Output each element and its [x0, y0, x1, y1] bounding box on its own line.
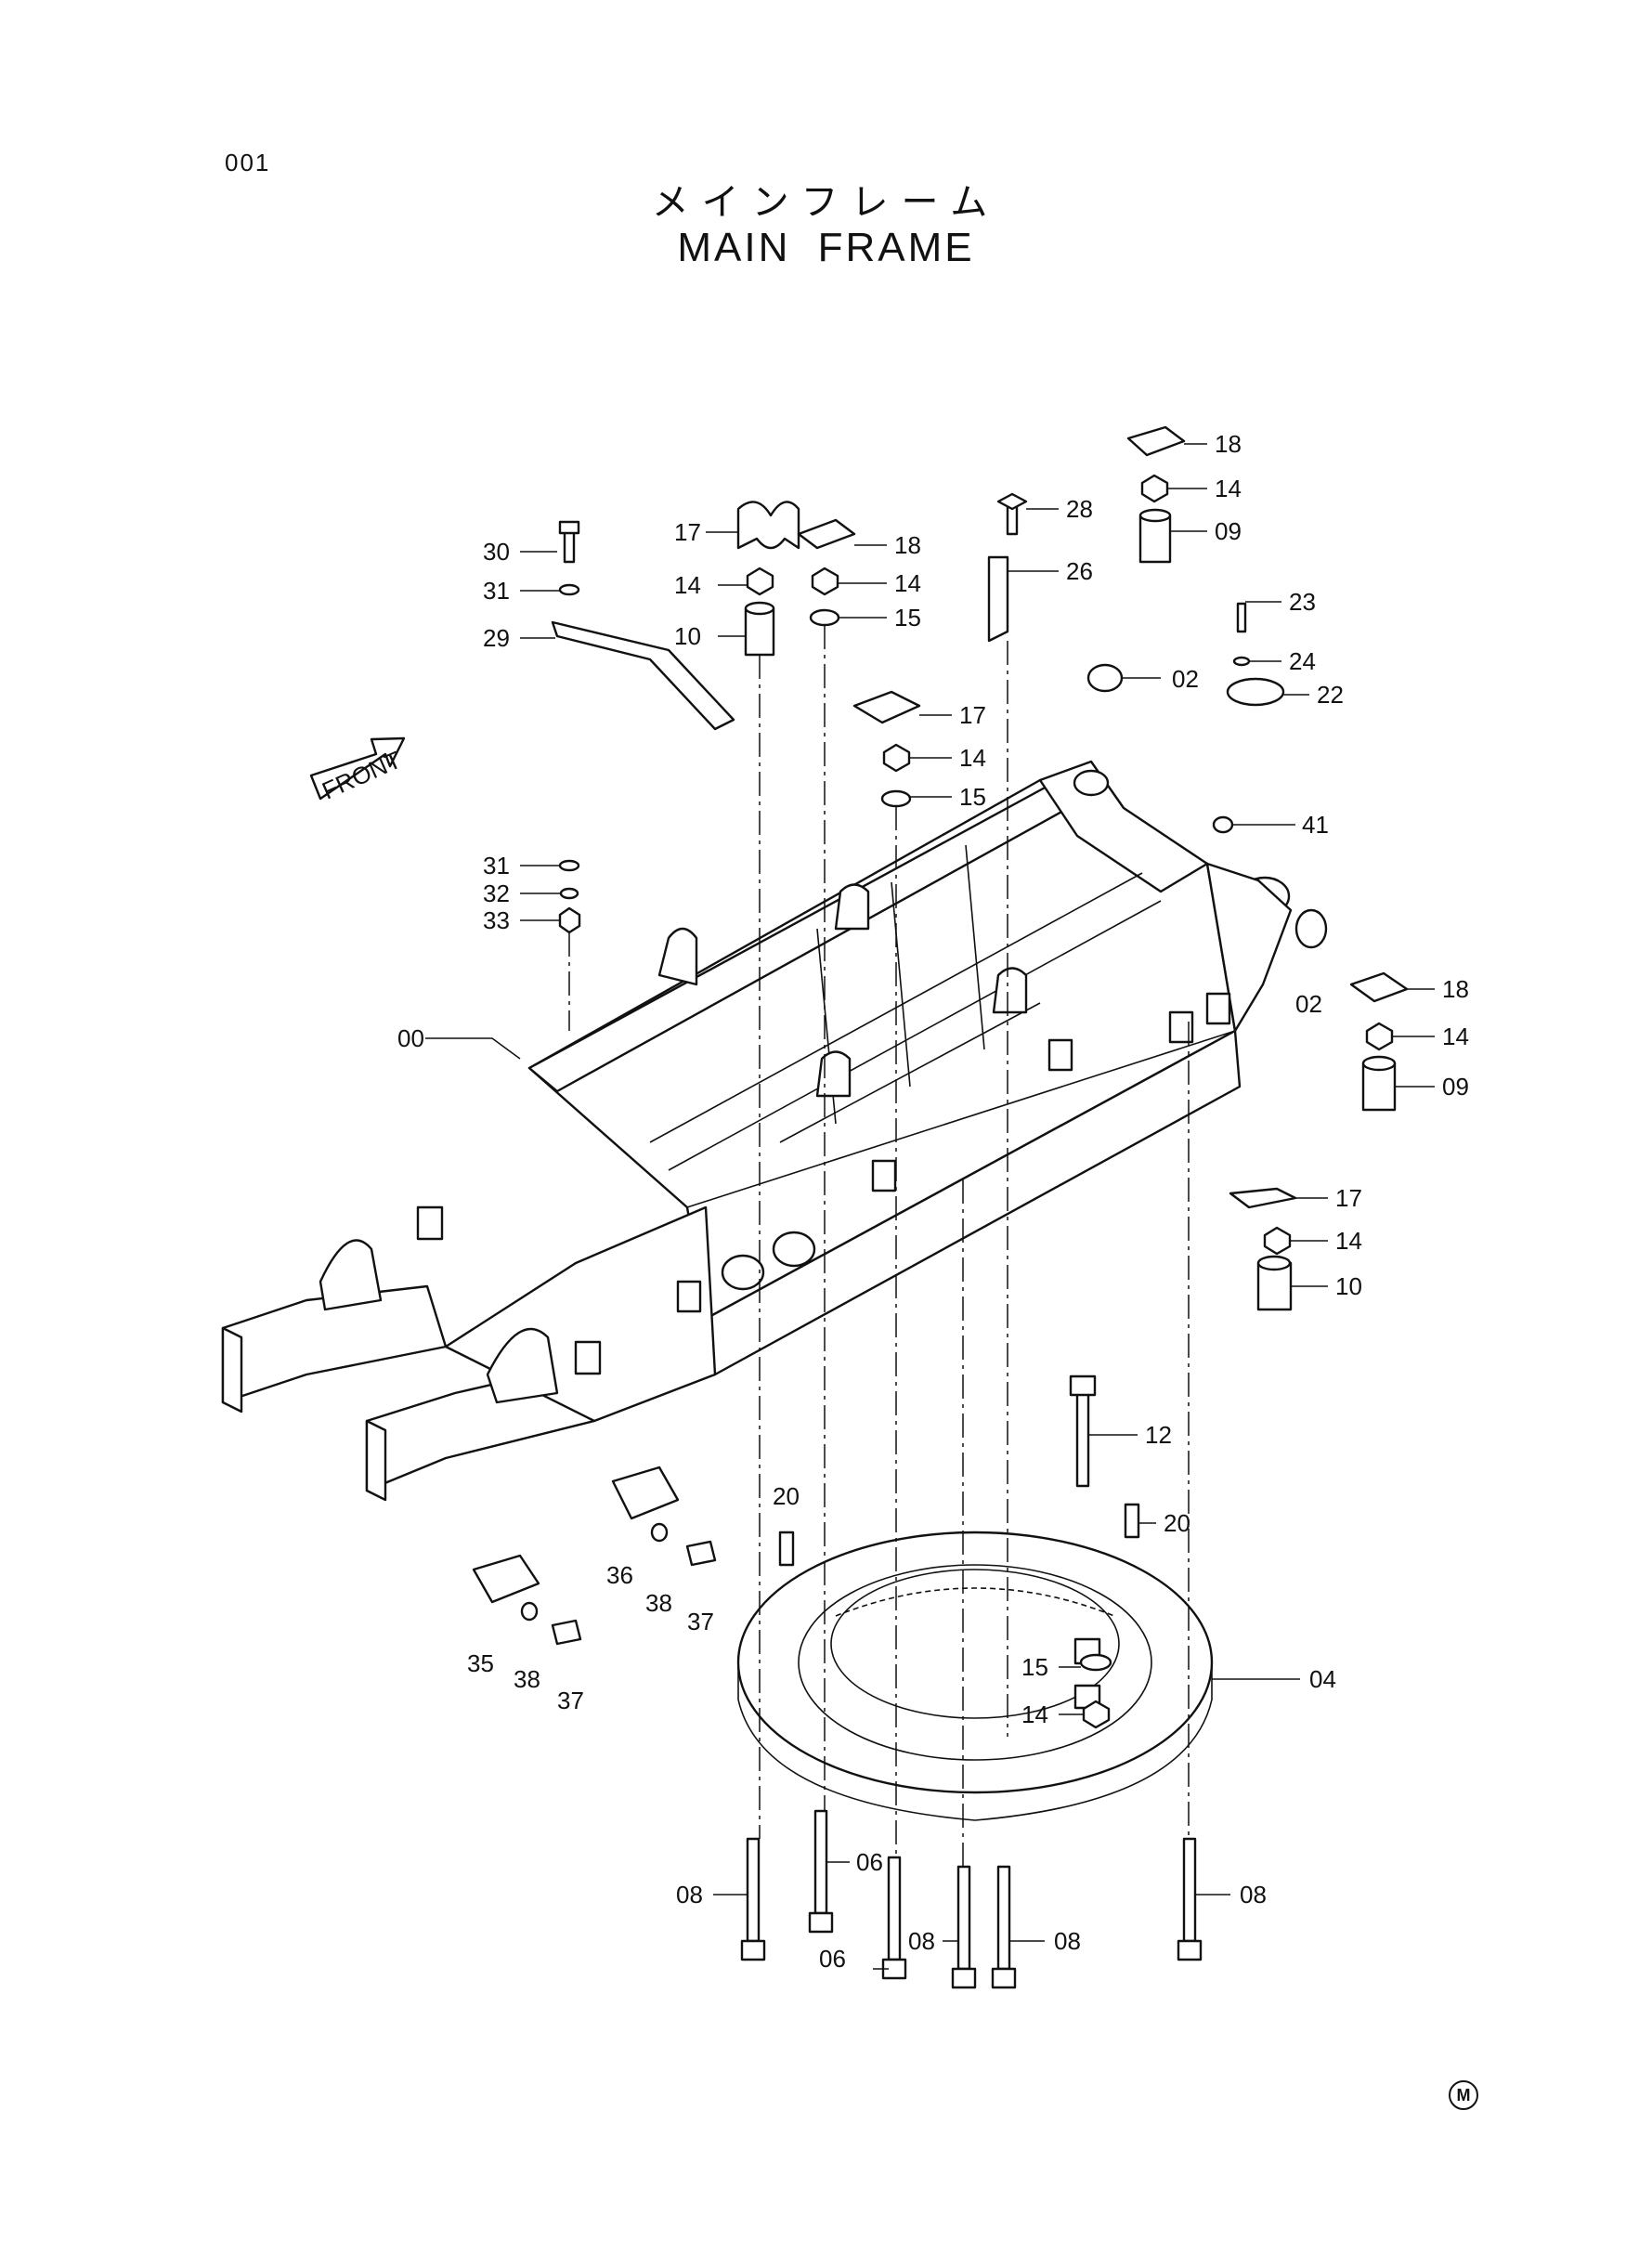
callout-14-f: 14	[1335, 1227, 1362, 1255]
leader-lines	[425, 443, 1435, 1970]
callout-33: 33	[483, 906, 510, 934]
callout-14-a: 14	[674, 571, 701, 599]
callout-numbers: 00 02 02 04 06 06 08 08 08 08 09 09 10 1…	[397, 430, 1469, 1973]
callout-24: 24	[1289, 647, 1316, 675]
callout-08-c: 08	[1054, 1927, 1081, 1955]
callout-09-a: 09	[1215, 517, 1242, 545]
callout-28: 28	[1066, 495, 1093, 523]
callout-41: 41	[1302, 811, 1329, 839]
callout-32: 32	[483, 879, 510, 907]
swing-bearing-drawing	[736, 1531, 1214, 1821]
callout-12: 12	[1145, 1421, 1172, 1449]
callout-09-b: 09	[1442, 1073, 1469, 1101]
callout-14-d: 14	[959, 744, 986, 772]
main-frame-drawing	[221, 760, 1293, 1502]
callout-08-a: 08	[676, 1881, 703, 1909]
bolt-group	[740, 1375, 1203, 1989]
callout-02-a: 02	[1172, 665, 1199, 693]
callout-22: 22	[1317, 681, 1344, 709]
callout-17-c: 17	[1335, 1184, 1362, 1212]
callout-10-a: 10	[674, 622, 701, 650]
callout-04: 04	[1309, 1665, 1336, 1693]
callout-20-b: 20	[1164, 1509, 1190, 1537]
callout-15-c: 15	[1021, 1653, 1048, 1681]
callout-37-b: 37	[557, 1687, 584, 1714]
callout-14-e: 14	[1442, 1023, 1469, 1050]
callout-35: 35	[467, 1649, 494, 1677]
callout-36: 36	[606, 1561, 633, 1589]
callout-14-g: 14	[1021, 1700, 1048, 1728]
callout-23: 23	[1289, 588, 1316, 616]
callout-02-b: 02	[1295, 990, 1322, 1018]
callout-06-b: 06	[819, 1945, 846, 1973]
page-number: 001	[225, 149, 271, 176]
callout-38-b: 38	[514, 1665, 540, 1693]
callout-29: 29	[483, 624, 510, 652]
callout-08-b: 08	[908, 1927, 935, 1955]
callout-20-a: 20	[773, 1482, 800, 1510]
callout-18-b: 18	[1215, 430, 1242, 458]
callout-18-a: 18	[894, 531, 921, 559]
callout-00: 00	[397, 1024, 424, 1052]
callout-14-c: 14	[1215, 475, 1242, 502]
title-japanese: メインフレーム	[651, 181, 1001, 224]
centre-lines	[568, 625, 1190, 1867]
callout-15-b: 15	[959, 783, 986, 811]
callout-10-b: 10	[1335, 1272, 1362, 1300]
callout-17-b: 17	[959, 701, 986, 729]
front-arrow: FRONT	[309, 736, 405, 805]
callout-31-a: 31	[483, 577, 510, 605]
callout-38-a: 38	[645, 1589, 672, 1617]
callout-17-a: 17	[674, 518, 701, 546]
callout-06-a: 06	[856, 1848, 883, 1876]
small-parts	[472, 425, 1409, 1729]
callout-37-a: 37	[687, 1608, 714, 1635]
corner-mark: M	[1449, 2080, 1478, 2110]
front-label: FRONT	[318, 746, 405, 805]
callout-18-c: 18	[1442, 975, 1469, 1003]
callout-30: 30	[483, 538, 510, 566]
callout-08-d: 08	[1240, 1881, 1267, 1909]
callout-15-a: 15	[894, 604, 921, 632]
callout-26: 26	[1066, 557, 1093, 585]
callout-14-b: 14	[894, 569, 921, 597]
callout-31-b: 31	[483, 852, 510, 879]
title-english: MAIN FRAME	[677, 225, 975, 270]
